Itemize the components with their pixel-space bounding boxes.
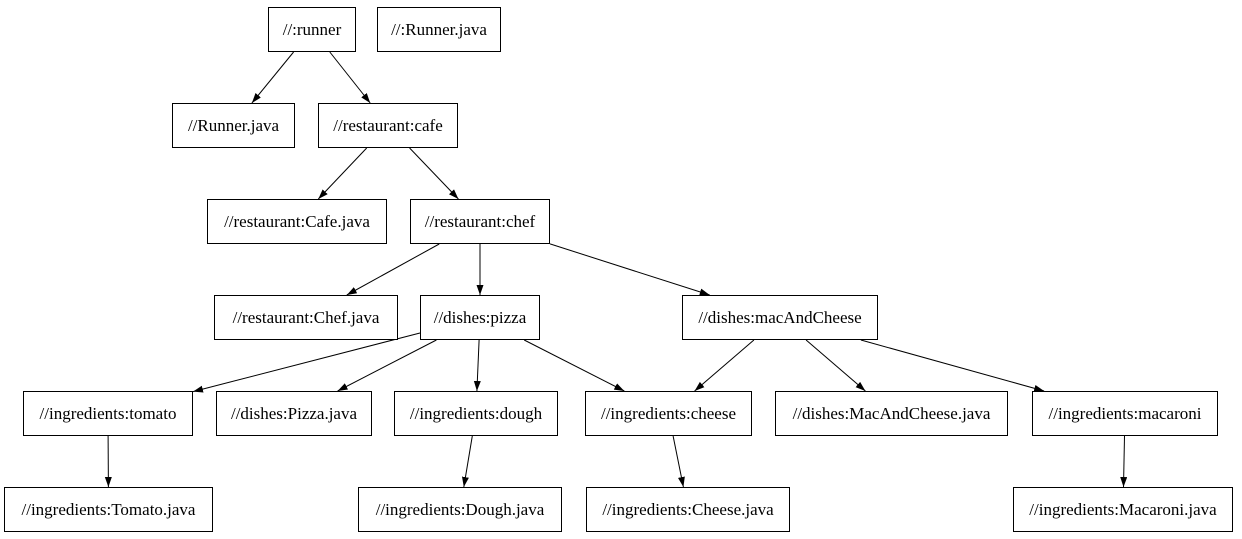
edge-mac-and-cheese-to-mac-and-cheese-java	[805, 339, 866, 392]
node-runner-java-root: //:Runner.java	[377, 7, 501, 52]
edge-mac-and-cheese-to-macaroni	[860, 339, 1045, 392]
edge-cafe-to-chef	[409, 147, 459, 200]
node-tomato: //ingredients:tomato	[23, 391, 193, 436]
edge-pizza-to-tomato	[192, 332, 421, 393]
edge-chef-to-mac-and-cheese	[549, 243, 710, 296]
node-label: //restaurant:cafe	[333, 116, 443, 135]
node-label: //dishes:Pizza.java	[230, 404, 358, 423]
edge-pizza-to-dough	[473, 339, 481, 392]
node-label: //ingredients:macaroni	[1048, 404, 1202, 423]
node-cafe-java: //restaurant:Cafe.java	[207, 199, 387, 244]
node-label: //restaurant:Cafe.java	[224, 212, 370, 231]
node-chef: //restaurant:chef	[410, 199, 550, 244]
node-cheese: //ingredients:cheese	[585, 391, 752, 436]
edge-cheese-to-cheese-java	[672, 435, 685, 488]
node-label: //dishes:pizza	[433, 308, 527, 327]
node-macaroni: //ingredients:macaroni	[1032, 391, 1218, 436]
node-mac-and-cheese-java: //dishes:MacAndCheese.java	[775, 391, 1008, 436]
edge-group	[104, 51, 1128, 488]
edge-mac-and-cheese-to-cheese	[694, 339, 755, 392]
node-macaroni-java: //ingredients:Macaroni.java	[1013, 487, 1233, 532]
node-pizza-java: //dishes:Pizza.java	[216, 391, 372, 436]
node-label: //ingredients:cheese	[600, 404, 736, 423]
node-cafe: //restaurant:cafe	[318, 103, 458, 148]
node-label: //ingredients:tomato	[39, 404, 177, 423]
node-label: //dishes:macAndCheese	[698, 308, 862, 327]
node-dough: //ingredients:dough	[394, 391, 558, 436]
node-label: //:runner	[282, 20, 342, 39]
node-cheese-java: //ingredients:Cheese.java	[586, 487, 790, 532]
node-dough-java: //ingredients:Dough.java	[358, 487, 562, 532]
node-mac-and-cheese: //dishes:macAndCheese	[682, 295, 878, 340]
edge-runner-to-runner-java	[251, 51, 294, 104]
edge-runner-to-cafe	[329, 51, 371, 104]
node-label: //Runner.java	[187, 116, 280, 135]
node-label: //restaurant:Chef.java	[232, 308, 380, 327]
node-chef-java: //restaurant:Chef.java	[214, 295, 398, 340]
node-tomato-java: //ingredients:Tomato.java	[4, 487, 213, 532]
node-label: //ingredients:Macaroni.java	[1029, 500, 1217, 519]
node-label: //:Runner.java	[391, 20, 487, 39]
node-label: //ingredients:Dough.java	[375, 500, 545, 519]
node-label: //ingredients:dough	[409, 404, 543, 423]
edge-pizza-to-cheese	[523, 339, 625, 392]
node-pizza: //dishes:pizza	[420, 295, 540, 340]
node-label: //ingredients:Tomato.java	[21, 500, 196, 519]
edge-macaroni-to-macaroni-java	[1120, 435, 1128, 488]
node-runner-java: //Runner.java	[172, 103, 295, 148]
edge-dough-to-dough-java	[461, 435, 473, 488]
node-label: //restaurant:chef	[424, 212, 536, 231]
edge-chef-to-chef-java	[346, 243, 440, 296]
edge-pizza-to-pizza-java	[337, 339, 437, 392]
edge-cafe-to-cafe-java	[317, 147, 368, 200]
node-label: //ingredients:Cheese.java	[602, 500, 774, 519]
node-runner: //:runner	[268, 7, 356, 52]
node-label: //dishes:MacAndCheese.java	[792, 404, 991, 423]
